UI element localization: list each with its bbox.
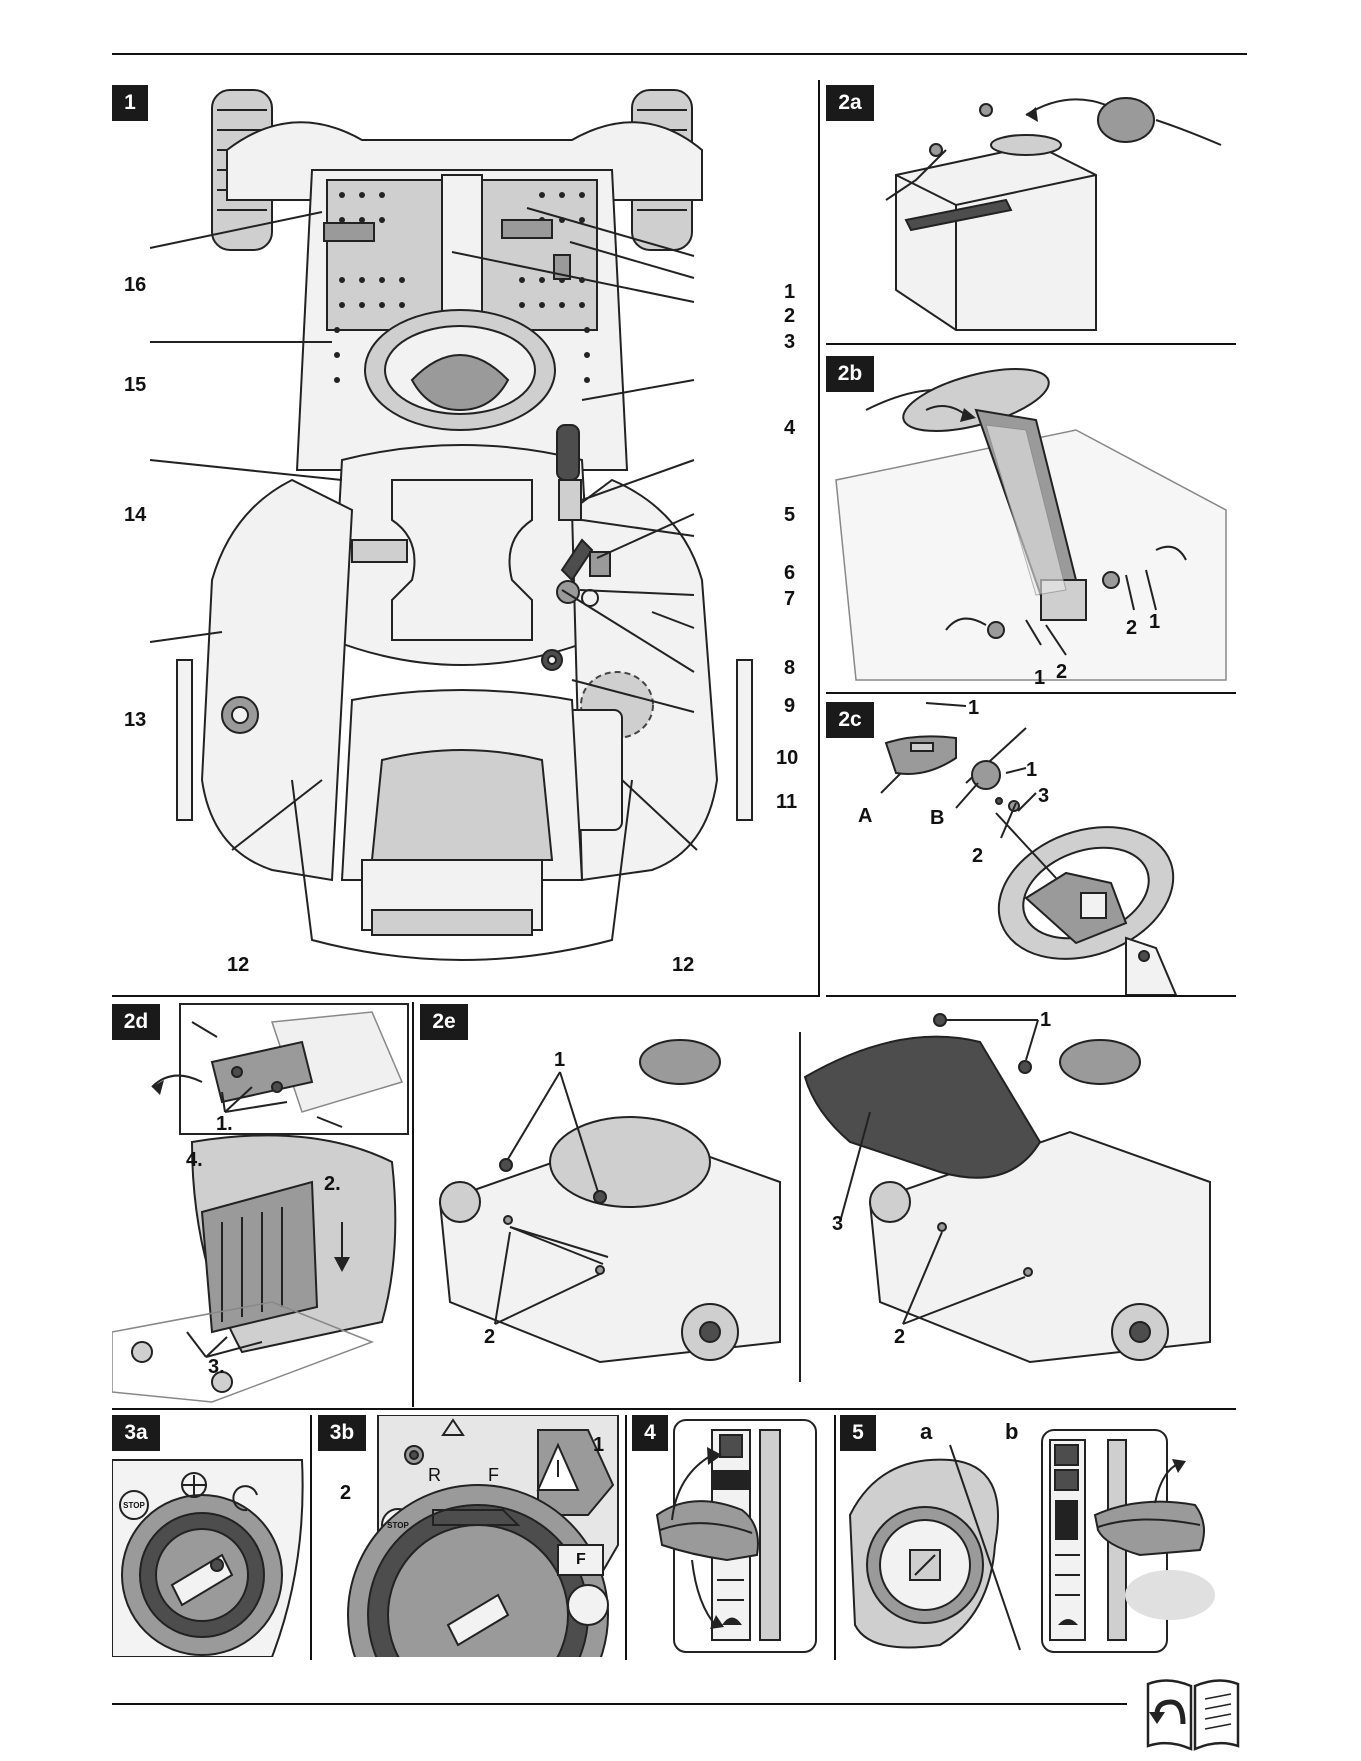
figure-2b-steering-column: 2b 2 1 1 2 [826,350,1236,690]
figure-5-sub-a: a [920,1421,932,1443]
stop-icon: STOP [123,1501,145,1510]
stop-icon: STOP [383,1521,413,1530]
figure-3b-dashboard: 3b 1 2 R F STOP F [318,1415,623,1657]
figure-1-overview: 1 16 1 2 3 15 4 14 5 6 7 8 9 13 10 11 12… [112,80,820,1000]
figure-3a-tag: 3a [112,1415,160,1451]
steering-column-drawing [826,350,1236,690]
callout-13: 13 [124,710,146,730]
figure-3b-right-border [625,1415,627,1660]
callout-2e-2-right: 2 [894,1327,905,1347]
mower-deck-drawing [420,1002,1236,1402]
figure-2a-bottom-border [826,343,1236,345]
dash-label-f-lower: F [576,1551,586,1569]
callout-2e-1-right: 1 [1040,1010,1051,1030]
figure-3b-tag: 3b [318,1415,366,1451]
ignition-switch-drawing [112,1415,307,1657]
battery-drawing [826,80,1236,340]
figure-2c-steering-wheel: 2c 1 1 3 2 A B [826,698,1236,995]
callout-2b-1-right: 1 [1149,612,1160,632]
figure-1-bottom-border [112,995,820,997]
callout-4: 4 [784,418,795,438]
bottom-rule [112,1703,1127,1705]
callout-3b-1: 1 [593,1435,604,1455]
callout-2e-3: 3 [832,1214,843,1234]
figure-4-right-border [834,1415,836,1660]
callout-5: 5 [784,505,795,525]
callout-3b-2: 2 [340,1483,351,1503]
figure-3a-right-border [310,1415,312,1660]
callout-2d-4: 4. [186,1150,203,1170]
callout-2e-1-left: 1 [554,1050,565,1070]
figure-1-tag: 1 [112,85,148,121]
figure-5-sub-b: b [1005,1421,1018,1443]
callout-10: 10 [776,748,798,768]
callout-2c-a: A [858,806,872,826]
callout-3: 3 [784,332,795,352]
callout-2c-3: 3 [1038,786,1049,806]
figure-2a-tag: 2a [826,85,874,121]
callout-2c-b: B [930,808,944,828]
callout-2e-2-left: 2 [484,1327,495,1347]
figure-3a-ignition: 3a STOP [112,1415,307,1657]
figure-2-bottom-border [112,1408,1236,1410]
book-page-turn-icon [1143,1674,1243,1754]
callout-2b-2-left: 2 [1056,662,1067,682]
seat-drawing [112,1002,412,1407]
callout-2c-1-mid: 1 [1026,760,1037,780]
dashboard-drawing [318,1415,623,1657]
steering-wheel-drawing [826,698,1236,995]
callout-16: 16 [124,275,146,295]
figure-2d-right-border [412,1002,414,1407]
dash-label-r: R [428,1465,441,1486]
figure-4-tag: 4 [632,1415,668,1451]
callout-6: 6 [784,563,795,583]
callout-1: 1 [784,282,795,302]
callout-2b-1-left: 1 [1034,668,1045,688]
callout-15: 15 [124,375,146,395]
figure-2c-tag: 2c [826,702,874,738]
figure-4-throttle: 4 [632,1415,832,1657]
callout-2: 2 [784,306,795,326]
figure-2e-mower-deck: 2e 1 2 1 2 3 [420,1002,1236,1402]
choke-control-drawing [840,1415,1236,1657]
tractor-top-view-drawing [112,80,820,1000]
throttle-lever-drawing [632,1415,832,1657]
figure-2c-bottom-border [826,995,1236,997]
callout-2b-2-right: 2 [1126,618,1137,638]
callout-2c-1-top: 1 [968,698,979,718]
figure-5-tag: 5 [840,1415,876,1451]
callout-2c-2: 2 [972,846,983,866]
callout-2d-3: 3. [208,1357,225,1377]
figure-2a-battery: 2a [826,80,1236,340]
figure-2e-tag: 2e [420,1004,468,1040]
figure-2d-tag: 2d [112,1004,160,1040]
callout-2d-2: 2. [324,1174,341,1194]
callout-9: 9 [784,696,795,716]
callout-14: 14 [124,505,146,525]
figure-1-right-border [818,80,820,995]
callout-11: 11 [776,792,797,812]
figure-2b-tag: 2b [826,356,874,392]
figure-5-choke: 5 a b [840,1415,1236,1657]
callout-12-right: 12 [672,955,694,975]
figure-2d-seat: 2d 1. 2. 3. 4. [112,1002,412,1407]
callout-8: 8 [784,658,795,678]
dash-label-f: F [488,1465,499,1486]
top-rule [112,53,1247,55]
callout-2d-1: 1. [216,1114,233,1134]
callout-12-left: 12 [227,955,249,975]
figure-2b-bottom-border [826,692,1236,694]
callout-7: 7 [784,589,795,609]
